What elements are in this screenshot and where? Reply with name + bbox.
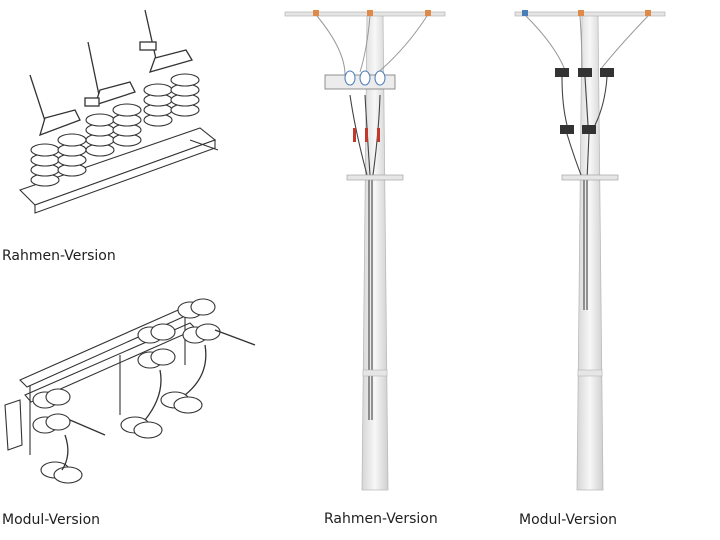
module-version-switch-drawing	[0, 285, 265, 505]
insulator-stack	[85, 103, 142, 157]
base-frame-side	[34, 139, 216, 214]
pole-module-svg	[514, 10, 666, 491]
crossarm	[514, 11, 666, 17]
caption-module-switch: Modul-Version	[2, 512, 101, 528]
frame-version-switch-drawing	[0, 0, 260, 245]
insulator-tip	[313, 10, 319, 16]
insulator-tip	[578, 10, 584, 16]
insulator-tip	[522, 10, 528, 16]
pole-shaft	[576, 14, 604, 491]
caption-pole-frame: Rahmen-Version	[324, 511, 438, 527]
module-switch	[560, 125, 574, 134]
cable-platform	[346, 174, 404, 181]
module-switch-svg	[4, 298, 256, 484]
crossarm	[284, 11, 446, 17]
insulator-group	[32, 388, 83, 484]
caption-frame-switch: Rahmen-Version	[2, 248, 116, 264]
caption-pole-module: Modul-Version	[519, 512, 618, 528]
frame-switch-svg	[18, 9, 219, 214]
insulator-tip	[367, 10, 373, 16]
module-switch	[600, 68, 614, 77]
pole-frame-svg	[284, 10, 446, 491]
module-switch	[582, 125, 596, 134]
insulator-stack	[30, 133, 87, 187]
module-switch	[555, 68, 569, 77]
pole-frame-version-render	[255, 0, 495, 505]
insulator-group	[160, 298, 221, 414]
cable-platform	[561, 174, 619, 181]
insulator-stack	[143, 73, 200, 127]
insulator-tip	[425, 10, 431, 16]
insulator-tip	[645, 10, 651, 16]
pole-module-version-render	[470, 0, 710, 505]
module-switch	[578, 68, 592, 77]
insulator-group	[120, 323, 176, 439]
